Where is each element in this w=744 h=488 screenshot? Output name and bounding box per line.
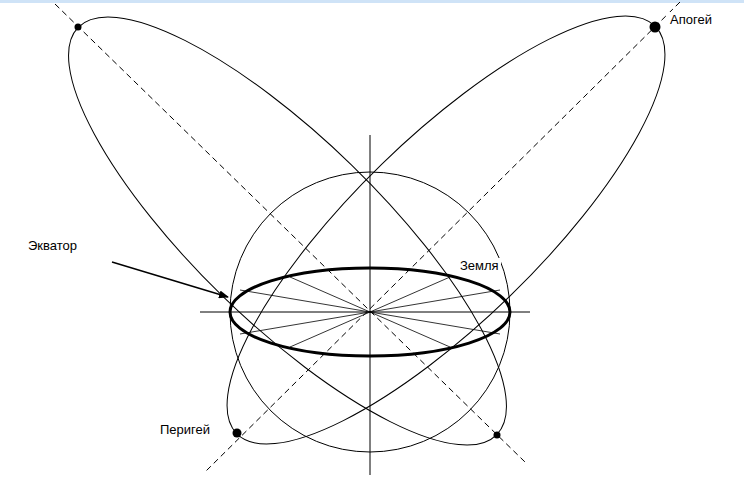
perigee-label: Перигей bbox=[158, 422, 212, 437]
apogee-label: Апогей bbox=[668, 12, 714, 27]
earth-label: Земля bbox=[458, 258, 501, 273]
equator-label: Экватор bbox=[26, 238, 79, 253]
